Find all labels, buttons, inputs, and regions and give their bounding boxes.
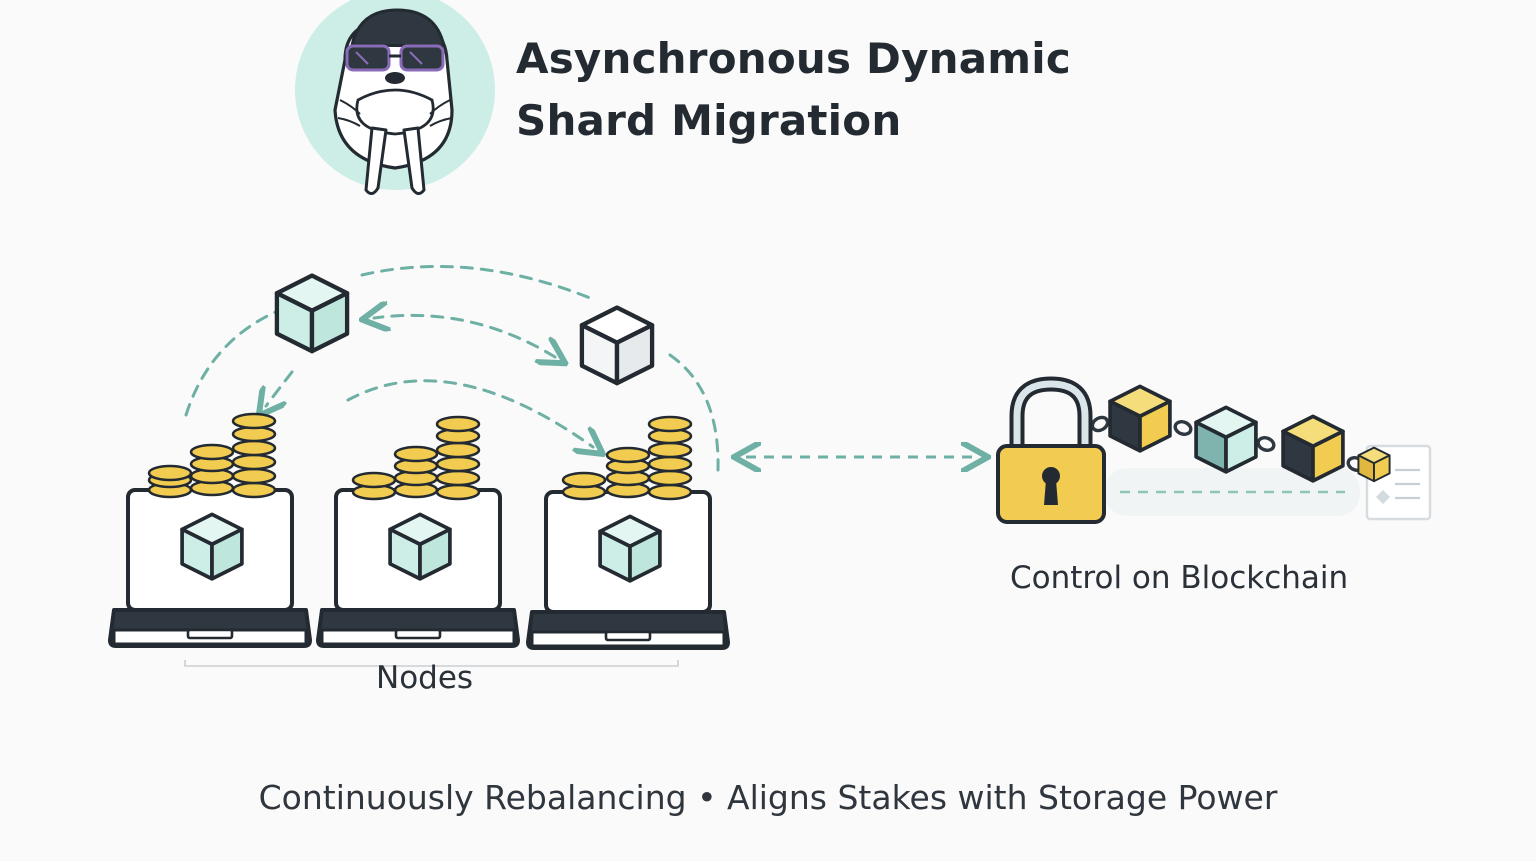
blockchain-label: Control on Blockchain — [1010, 560, 1349, 596]
shard-cube-icon — [277, 276, 347, 352]
title-line-1: Asynchronous Dynamic — [516, 34, 1071, 83]
node-3 — [526, 490, 730, 650]
coin-stack-icon — [351, 415, 481, 501]
nodes-bracket — [184, 660, 679, 667]
chain-block-icon-small — [1357, 446, 1391, 483]
coin-stack-icon — [147, 412, 277, 499]
chain-block-icon-teal — [1194, 405, 1258, 474]
right-arc — [668, 353, 720, 472]
inner-arc-arrow — [346, 379, 593, 447]
return-arrow — [266, 370, 294, 406]
chain-links — [1090, 415, 1366, 472]
migration-arcs — [184, 265, 720, 472]
blockchain-control — [996, 376, 1432, 524]
shard-cube-icon-light — [582, 308, 652, 384]
node-2 — [316, 488, 520, 648]
swap-arrow-upper — [374, 315, 555, 357]
node-1 — [108, 488, 312, 648]
tagline: Continuously Rebalancing • Aligns Stakes… — [258, 778, 1278, 817]
walrus-mascot-icon — [295, 0, 495, 195]
top-arc — [360, 265, 592, 300]
padlock-icon — [996, 376, 1106, 524]
nodes-label: Nodes — [376, 660, 474, 696]
chain-block-icon-dark — [1281, 414, 1345, 483]
chain-block-icon — [1108, 384, 1172, 453]
coin-stack-icon — [561, 415, 693, 501]
page-title: Asynchronous Dynamic Shard Migration — [516, 28, 1071, 152]
title-line-2: Shard Migration — [516, 96, 902, 145]
outer-arc — [184, 308, 282, 417]
